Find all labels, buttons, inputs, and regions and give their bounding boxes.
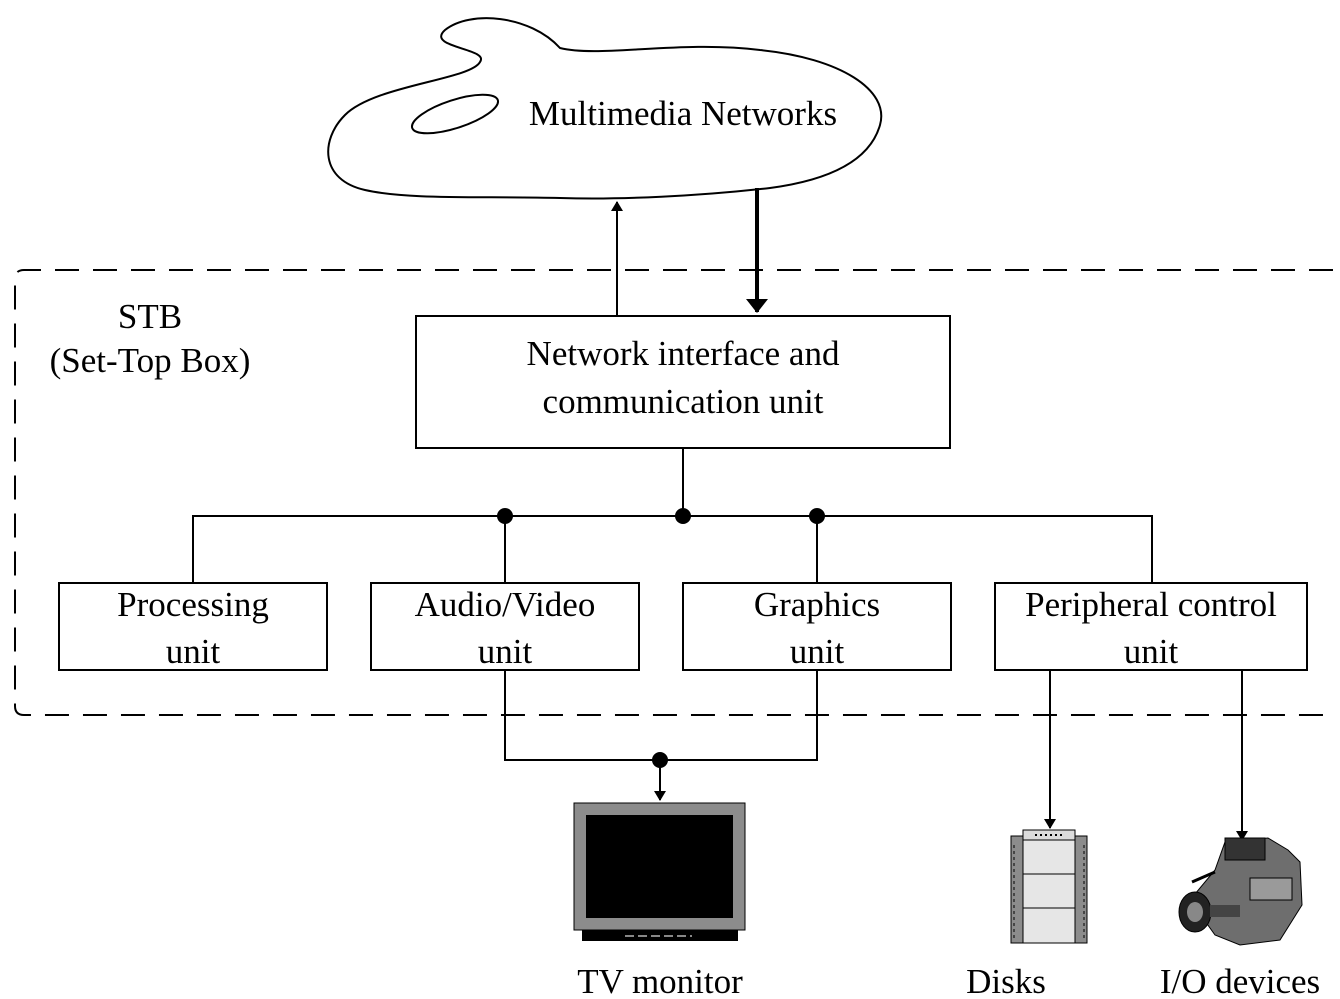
audio-video-unit-line1: Audio/Video [415, 585, 596, 624]
stb-title: STB [118, 297, 182, 336]
graphics-unit-line1: Graphics [754, 585, 880, 624]
audio-video-unit-line2: unit [478, 632, 533, 671]
graphics-unit-line2: unit [790, 632, 845, 671]
tv-monitor-label: TV monitor [577, 962, 743, 999]
nic-label-line1: Network interface and [527, 334, 840, 373]
peripheral-unit-line1: Peripheral control [1025, 585, 1277, 624]
tv-connection [504, 670, 818, 801]
network-cloud-icon [327, 17, 883, 200]
camcorder-icon [1178, 837, 1303, 946]
io-devices-label: I/O devices [1160, 962, 1320, 999]
processing-unit-line1: Processing [117, 585, 269, 624]
processing-unit-box [58, 582, 328, 671]
nic-label-line2: communication unit [543, 382, 824, 421]
internal-bus [192, 448, 1153, 583]
network-interface-box [415, 315, 951, 449]
processing-unit-line2: unit [166, 632, 221, 671]
peripheral-unit-line2: unit [1124, 632, 1179, 671]
graphics-unit-box [682, 582, 952, 671]
disks-label: Disks [966, 962, 1046, 999]
tv-monitor-icon [573, 802, 746, 941]
disk-array-icon [1010, 829, 1088, 944]
audio-video-unit-box [370, 582, 640, 671]
network-label: Multimedia Networks [529, 94, 837, 133]
stb-subtitle: (Set-Top Box) [50, 341, 251, 380]
peripheral-control-unit-box [994, 582, 1308, 671]
stb-boundary [14, 269, 1333, 716]
